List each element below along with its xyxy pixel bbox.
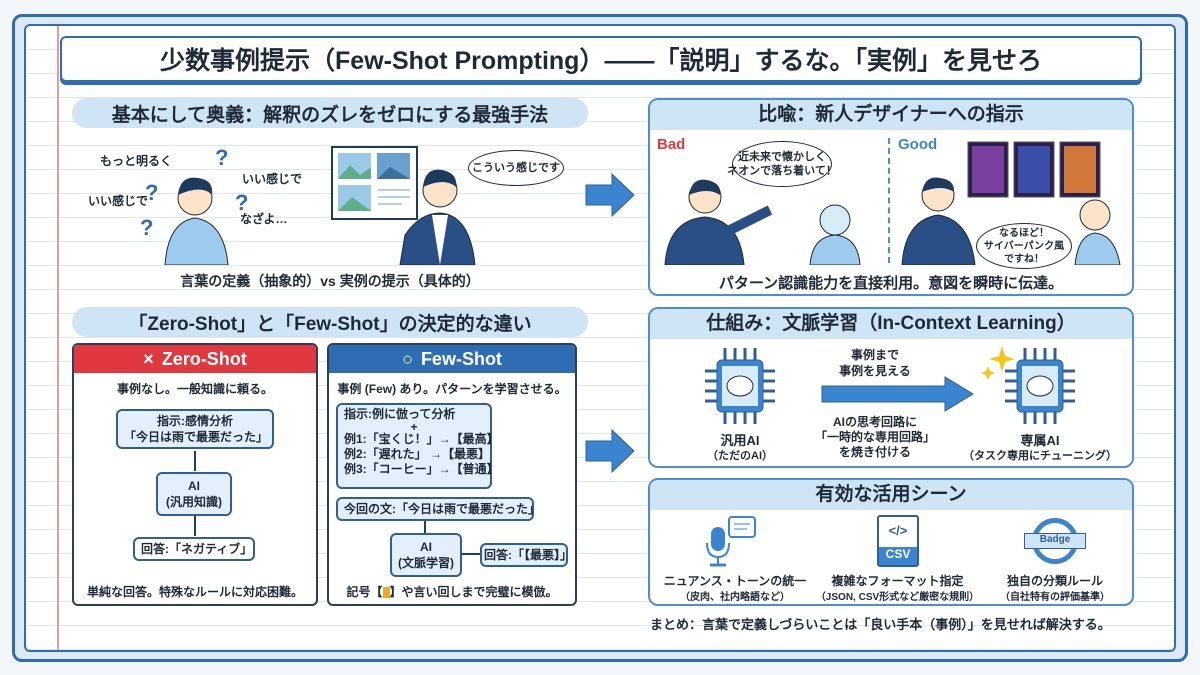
zero-ai-box: AI (汎用知識) [156,472,232,516]
metaphor-header: 比喩：新人デザイナーへの指示 [650,100,1132,130]
divider [888,138,890,263]
scene-label: ニュアンス・トーンの統一 [663,574,807,588]
example-item: 例2:「遅れた」 →【最悪】 [344,447,491,461]
bad-scene-illustration [664,179,861,265]
few-ai-box: AI (文脈学習) [390,533,462,577]
zero-answer-box: 回答:「ネガティブ」 [133,537,255,561]
mechanism-header: 仕組み：文脈学習（In-Context Learning） [650,309,1132,339]
speech-bubble: こういう感じです [468,150,564,186]
csv-label: CSV [879,547,917,565]
csv-file-icon: </> CSV [877,515,919,567]
example-item: 例3:「コーヒー」→【普通】 [344,462,499,476]
good-speech-bubble: なるほど！ サイバーパンク風 ですね！ [976,223,1072,269]
general-ai-sub: （ただのAI） [707,450,773,462]
specialized-ai-label: 専属AI [1020,433,1060,448]
flow-arrow [194,451,196,471]
metaphor-caption: パターン認識能力を直接利用。意図を瞬時に伝達。 [718,275,1064,292]
few-instruction: 指示:例に倣って分析 [344,407,456,421]
svg-text:?: ? [215,145,228,170]
confused-word: もっと明るく [100,154,173,168]
svg-text:?: ? [145,180,158,205]
svg-text:?: ? [235,190,248,215]
few-shot-title: Few-Shot [420,348,502,369]
bad-label: Bad [657,136,686,153]
confused-word: いい感じで [242,172,303,186]
basics-header: 基本にして奥義：解釈のズレをゼロにする最強手法 [72,98,588,128]
confused-word: いい感じで [88,194,149,208]
zero-footer: 単純な回答。特殊なルールに対応困難。 [86,585,303,599]
footer-text: 】や言い回しまで完璧に模倣。 [389,585,558,599]
good-label: Good [898,136,938,153]
general-ai-label: 汎用AI [720,433,760,448]
presenter-illustration [331,146,476,265]
code-glyph: </> [888,523,908,538]
basics-caption: 言葉の定義（抽象的）vs 実例の提示（具体的） [180,273,480,289]
few-answer-box: 回答:「【最悪】」 [480,543,572,567]
bad-speech-bubble: 近未来で懐かしく ネオンで落ち着いて！ [727,141,837,187]
flow-arrow [194,516,196,536]
specialized-ai-sub: （タスク専用にチューニング） [963,450,1117,462]
arrow-top-text: 事例まで 事例を見える [839,348,911,378]
right-arrow-icon [585,428,635,474]
plus-sign: + [410,420,418,434]
long-arrow-icon [821,376,974,412]
confused-person-illustration: ? ? ? ? [140,145,248,265]
orange-marker [382,587,390,599]
chip-brain-icon [705,348,775,424]
summary-text: まとめ：言葉で定義しづらいことは「良い手本（事例）」を見せれば解決する。 [650,617,1111,632]
few-footer: 記号【】や言い回しまで完璧に模倣。 [327,583,577,600]
badge-label: Badge [1024,533,1086,549]
scene-sub: （皮肉、社内略語など） [680,592,790,603]
cross-icon: × [143,348,154,369]
example-item: 例1:「宝くじ！」→【最高】 [344,432,499,446]
margin-line [57,26,59,650]
scenes-header: 有効な活用シーン [650,480,1132,510]
microphone-chat-icon [706,516,756,567]
few-input-box: 今回の文:「今日は雨で最悪だった」 [336,497,540,521]
arrow-bottom-text: AIの思考回路に 「一時的な専用回路」 を焼き付ける [814,415,935,459]
page-title: 少数事例提示（Few-Shot Prompting）——「説明」するな。「実例」… [60,36,1142,82]
svg-text:?: ? [140,215,153,240]
scene-sub: （自社特有の評価基準） [1000,592,1110,603]
specialized-chip-icon [981,346,1075,424]
zero-subtitle: 事例なし。一般知識に頼る。 [116,382,273,396]
zero-instruction-box: 指示:感情分析 「今日は雨で最悪だった」 [116,409,274,449]
scene-sub: （JSON, CSV形式など厳密な規則） [815,592,980,603]
confused-word: なざよ… [240,212,288,226]
right-arrow-icon [585,172,635,218]
flow-arrow [424,521,426,533]
good-scene-illustration [901,141,1121,265]
zero-shot-title: Zero-Shot [161,348,247,369]
few-instruction-box: 指示:例に倣って分析 + 例1:「宝くじ！」→【最高】 例2:「遅れた」 →【最… [336,403,499,489]
scene-label: 独自の分類ルール [1006,574,1103,588]
few-subtitle: 事例 (Few) あり。パターンを学習させる。 [337,382,567,396]
footer-text: 記号【 [346,585,383,599]
flow-arrow [462,553,480,555]
scene-label: 複雑なフォーマット指定 [831,574,964,588]
circle-icon: ○ [402,348,413,369]
compare-header: 「Zero-Shot」と「Few-Shot」の決定的な違い [72,307,588,337]
